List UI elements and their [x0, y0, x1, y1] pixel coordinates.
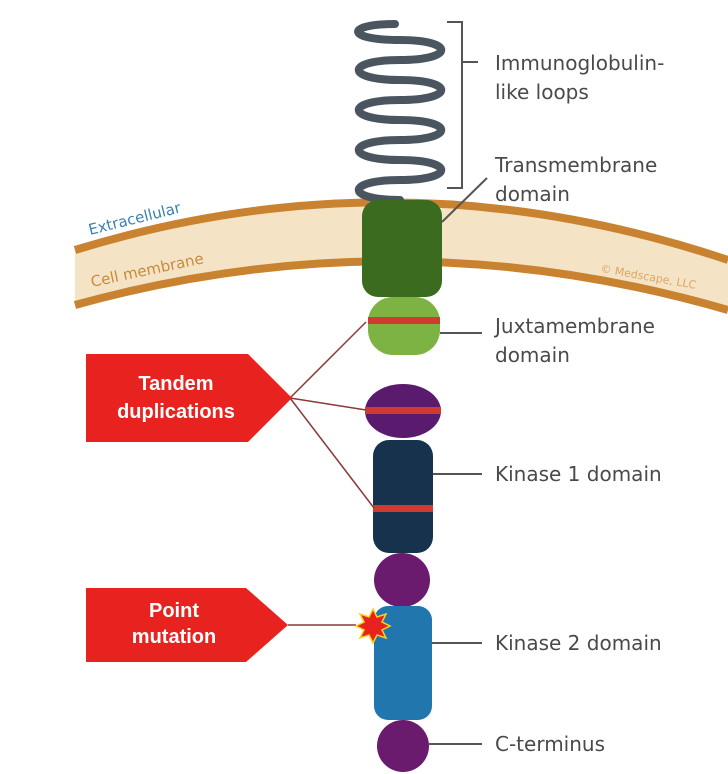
ig-loops-label-line1: Immunoglobulin- [495, 51, 664, 75]
c-terminus-domain [377, 720, 429, 772]
kinase1-label: Kinase 1 domain [495, 462, 662, 486]
cterminus-label: C-terminus [495, 732, 605, 756]
tandem-label-line1: Tandem [138, 373, 213, 395]
immunoglobulin-loops [358, 24, 441, 200]
loops-bracket [447, 22, 462, 188]
juxtamembrane-mutation-band [368, 317, 440, 324]
kinase2-label: Kinase 2 domain [495, 631, 662, 655]
kinase1-mutation-band [373, 505, 433, 512]
tandem-duplications-callout [86, 354, 292, 442]
point-label-line1: Point [149, 600, 199, 622]
juxtamembrane-domain [368, 297, 440, 355]
ig-loops-label-line2: like loops [495, 80, 589, 104]
point-label-line2: mutation [132, 626, 216, 648]
point-mutation-starburst-icon [356, 609, 390, 643]
linker-domain-2 [374, 553, 430, 607]
tandem-connector-lines [290, 322, 374, 508]
tandem-label-line2: duplications [117, 401, 235, 423]
transmembrane-domain [362, 200, 442, 297]
juxtamembrane-label-line1: Juxtamembrane [493, 314, 655, 338]
linker-mutation-band [365, 407, 441, 414]
kinase1-domain [373, 440, 433, 553]
transmembrane-label-line1: Transmembrane [494, 153, 657, 177]
juxtamembrane-label-line2: domain [495, 343, 570, 367]
transmembrane-label-line2: domain [495, 182, 570, 206]
